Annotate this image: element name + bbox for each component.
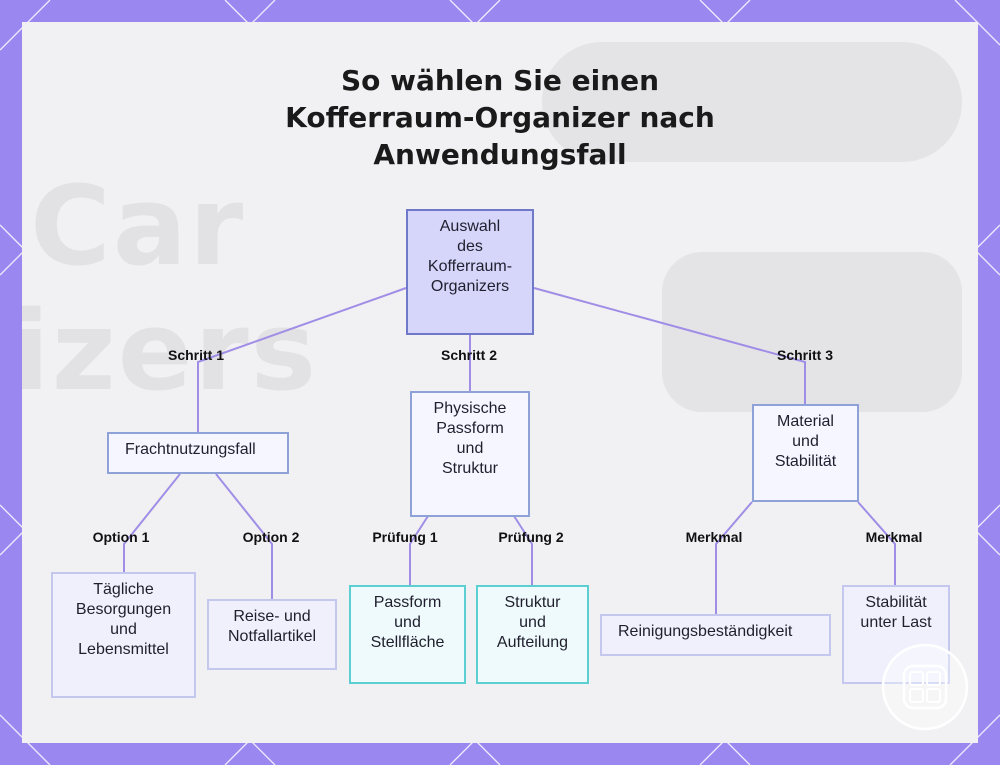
background-shape-2 [542,42,962,162]
node-material: Material und Stabilität [752,404,859,502]
node-groceries-label: Tägliche Besorgungen und Lebensmittel [75,581,172,658]
edge-root-step1 [197,287,407,432]
node-structure-split: Struktur und Aufteilung [476,585,589,684]
edge-label-step2: Schritt 2 [440,347,498,363]
node-stability-load-label: Stabilität unter Last [860,594,932,631]
edge-cargo-option2 [215,473,273,599]
node-fit-structure-label: Physische Passform und Struktur [433,400,507,477]
node-fit-space-label: Passform und Stellfläche [370,594,445,651]
edge-label-check1: Prüfung 1 [372,529,438,545]
node-cleaning: Reinigungsbeständigkeit [600,614,831,656]
edge-root-step3 [533,287,806,404]
edge-label-feature1: Merkmal [685,529,743,545]
edge-label-feature2: Merkmal [865,529,923,545]
background-watermark-izers: izers [22,287,319,415]
edge-label-check2: Prüfung 2 [498,529,564,545]
node-cleaning-label: Reinigungsbeständigkeit [618,623,793,640]
grid-logo-icon [881,643,969,731]
node-fit-space: Passform und Stellfläche [349,585,466,684]
node-travel: Reise- und Notfallartikel [207,599,337,670]
background-shape [662,252,962,412]
node-material-label: Material und Stabilität [774,413,837,470]
node-root-label: Auswahl des Kofferraum- Organizers [427,218,513,295]
title-line-2: Kofferraum-Organizer nach [285,101,715,134]
edge-fit-check2 [513,515,533,585]
node-groceries: Tägliche Besorgungen und Lebensmittel [51,572,196,698]
node-travel-label: Reise- und Notfallartikel [227,608,317,645]
node-cargo-use: Frachtnutzungsfall [107,432,289,474]
node-root-selection: Auswahl des Kofferraum- Organizers [406,209,534,335]
node-fit-structure: Physische Passform und Struktur [410,391,530,517]
edge-fit-check1 [409,515,429,585]
edge-label-step3: Schritt 3 [776,347,834,363]
edge-material-feature2 [857,501,896,585]
node-structure-split-label: Struktur und Aufteilung [496,594,569,651]
edge-cargo-option1 [123,473,181,572]
title-line-3: Anwendungsfall [373,138,627,171]
title-line-1: So wählen Sie einen [340,64,660,97]
background-watermark-car: Car [30,162,246,290]
edge-label-option2: Option 2 [242,529,300,545]
edge-label-option1: Option 1 [92,529,150,545]
node-stability-load: Stabilität unter Last [842,585,950,684]
page-title: So wählen Sie einen Kofferraum-Organizer… [0,62,1000,173]
edge-label-step1: Schritt 1 [167,347,225,363]
node-cargo-use-label: Frachtnutzungsfall [125,441,256,458]
edge-material-feature1 [715,501,753,614]
